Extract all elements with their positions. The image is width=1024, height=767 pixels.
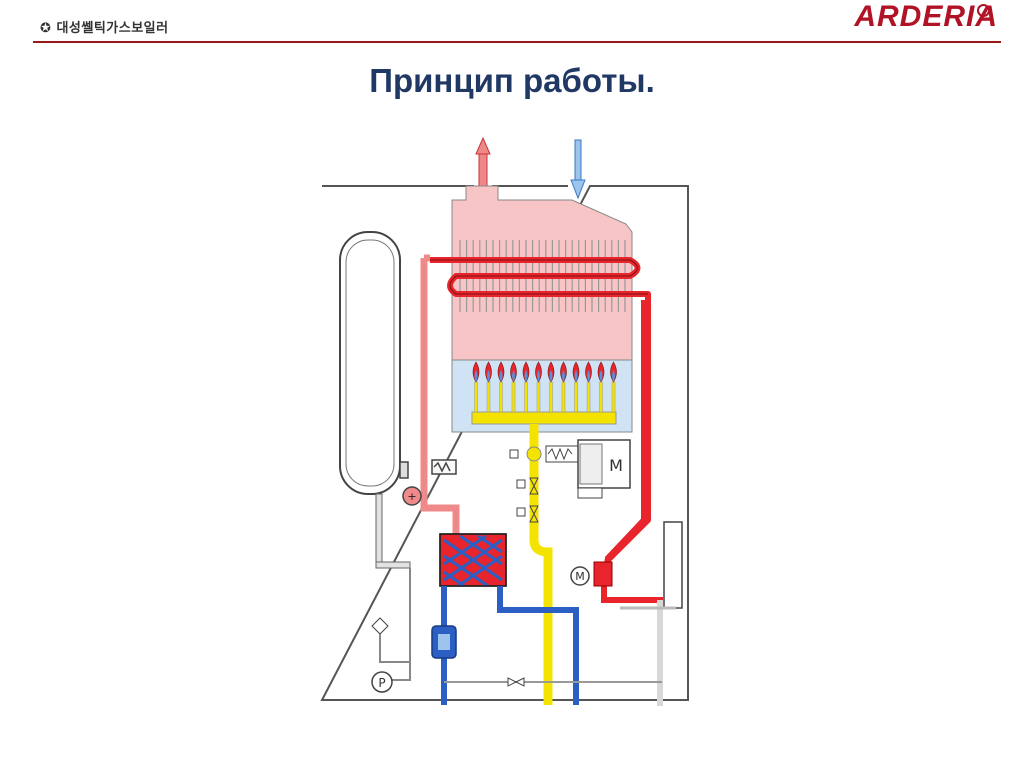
air-intake-arrow-icon: [570, 139, 586, 200]
heat-exchanger-fins: [459, 240, 626, 312]
diverter-valve: +: [402, 486, 422, 506]
circulation-pump: M: [570, 561, 613, 587]
pump-motor-label: M: [575, 570, 585, 583]
flow-sensor: [431, 625, 457, 659]
boiler-casing: [320, 185, 689, 701]
boiler-schematic: + M M: [320, 136, 689, 706]
pressure-label: P: [378, 676, 385, 690]
cold-water-pipe-2: [497, 586, 579, 705]
control-box: [663, 521, 683, 609]
heat-exchanger-coil-outline: [430, 259, 648, 295]
burner-flame: [510, 361, 517, 413]
dhw-plate-exchanger: [439, 533, 507, 588]
return-pipe: [420, 258, 460, 540]
motor-label: M: [609, 456, 623, 475]
logo-emblem-icon: ✪: [40, 21, 52, 36]
air-vent: [399, 459, 457, 479]
burner-flames: [472, 361, 617, 413]
korean-company-logo: ✪ 대성쎌틱가스보일러: [40, 17, 169, 36]
brand-logo: ARDERIA: [854, 0, 998, 33]
burner-flame: [585, 361, 592, 413]
burner-flame: [522, 361, 530, 413]
safety-valve: [371, 568, 411, 681]
expansion-vessel: [339, 231, 401, 495]
burner-flame: [535, 361, 542, 413]
page-title: Принцип работы.: [369, 62, 655, 99]
header-divider: [33, 41, 1001, 43]
gas-manifold: [471, 411, 617, 425]
burner-flame: [610, 361, 617, 413]
brand-ring-icon: [977, 4, 990, 17]
fan-motor: M: [545, 439, 631, 499]
burner-flame: [597, 361, 605, 413]
pressure-gauge: P: [371, 671, 393, 693]
burner-flame: [560, 361, 567, 413]
svg-text:+: +: [407, 490, 416, 503]
burner-flame: [485, 361, 492, 413]
burner-flame: [572, 361, 580, 413]
burner-flame: [547, 361, 555, 413]
logo-text: 대성쎌틱가스보일러: [56, 21, 169, 36]
burner-flame: [497, 361, 505, 413]
header-bar: ✪ 대성쎌틱가스보일러 ARDERIA: [0, 0, 1024, 46]
gas-valves: [509, 449, 539, 523]
burner-flame: [472, 361, 480, 413]
gas-pipe: [529, 424, 553, 705]
